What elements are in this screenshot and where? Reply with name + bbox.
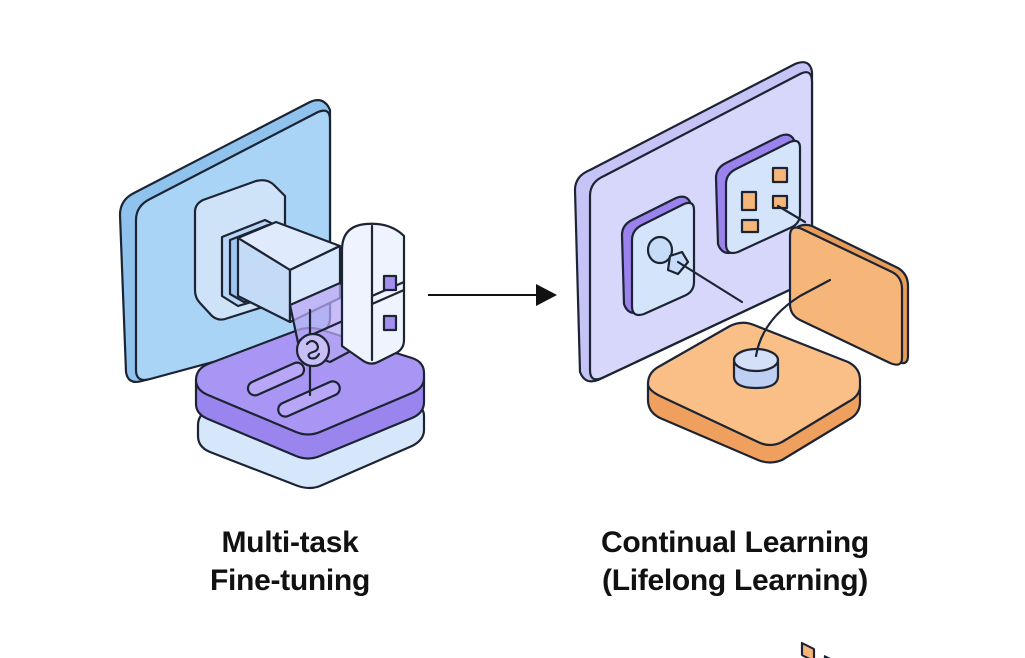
tower-divider-2 xyxy=(370,288,406,306)
grid-cell-1 xyxy=(740,190,758,212)
base-slot-1 xyxy=(246,361,306,397)
tool-head xyxy=(295,332,331,368)
robot-arm-workstation-icon xyxy=(118,99,426,490)
orange-card-face xyxy=(788,226,904,366)
label-multi-task-fine-tuning: Multi-task Fine-tuning xyxy=(140,524,440,600)
grid-cell-3 xyxy=(740,218,760,234)
card-cell-1 xyxy=(800,641,816,658)
puck-top xyxy=(732,347,780,373)
connector-line-3 xyxy=(754,278,832,358)
label-left-line2: Fine-tuning xyxy=(210,564,370,597)
base-slot-2 xyxy=(277,380,341,418)
label-continual-learning: Continual Learning (Lifelong Learning) xyxy=(560,524,910,600)
label-right-line1: Continual Learning xyxy=(601,526,869,559)
right-arrow-icon xyxy=(428,284,557,306)
tower-window-1 xyxy=(382,274,398,292)
label-left-line1: Multi-task xyxy=(221,526,359,559)
grid-cell-2 xyxy=(771,166,789,184)
tower-window-2 xyxy=(382,314,398,332)
module-left-camera-lens xyxy=(646,235,674,265)
connector-line-2 xyxy=(776,204,807,224)
connector-line-1 xyxy=(676,260,744,304)
arrow-head xyxy=(536,284,557,306)
modular-panel-network-icon xyxy=(573,61,910,658)
tool-head-glyph xyxy=(305,339,321,360)
label-right-line2: (Lifelong Learning) xyxy=(602,564,868,597)
